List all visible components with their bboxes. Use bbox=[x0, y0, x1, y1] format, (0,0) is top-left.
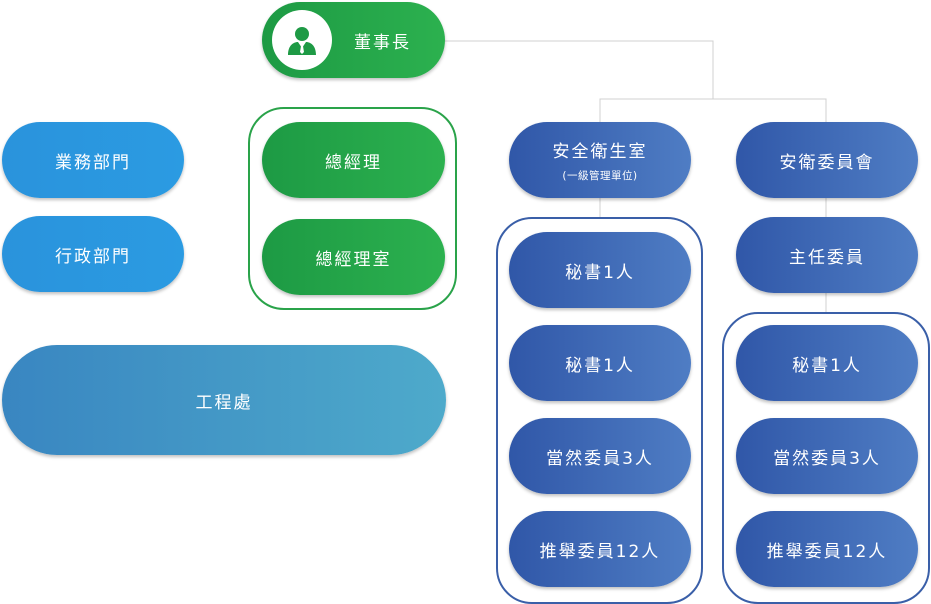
general-manager-office-node[interactable]: 總經理室 bbox=[262, 219, 445, 295]
safety-office-member-node[interactable]: 推舉委員12人 bbox=[509, 511, 691, 587]
safety-office-node[interactable]: 安全衛生室 (一級管理單位) bbox=[509, 122, 691, 198]
safety-office-member-node[interactable]: 秘書1人 bbox=[509, 232, 691, 308]
safety-committee-member-node[interactable]: 秘書1人 bbox=[736, 325, 918, 401]
safety-office-member-label: 當然委員3人 bbox=[546, 448, 654, 469]
administration-department-label: 行政部門 bbox=[55, 246, 131, 267]
safety-office-member-label: 秘書1人 bbox=[565, 355, 635, 376]
safety-committee-label: 安衛委員會 bbox=[779, 152, 875, 173]
safety-committee-member-label: 秘書1人 bbox=[792, 355, 862, 376]
engineering-node[interactable]: 工程處 bbox=[2, 345, 446, 455]
safety-committee-member-node[interactable]: 推舉委員12人 bbox=[736, 511, 918, 587]
business-department-node[interactable]: 業務部門 bbox=[2, 122, 184, 198]
business-department-label: 業務部門 bbox=[55, 152, 131, 173]
safety-office-member-label: 秘書1人 bbox=[565, 262, 635, 283]
safety-committee-member-label: 當然委員3人 bbox=[773, 448, 881, 469]
safety-office-member-node[interactable]: 當然委員3人 bbox=[509, 418, 691, 494]
person-avatar-icon bbox=[272, 10, 332, 70]
general-manager-label: 總經理 bbox=[325, 152, 382, 173]
safety-committee-member-label: 推舉委員12人 bbox=[766, 541, 888, 562]
safety-office-member-node[interactable]: 秘書1人 bbox=[509, 325, 691, 401]
committee-chair-node[interactable]: 主任委員 bbox=[736, 217, 918, 293]
chairman-node[interactable]: 董事長 bbox=[262, 2, 445, 78]
administration-department-node[interactable]: 行政部門 bbox=[2, 216, 184, 292]
chairman-label: 董事長 bbox=[354, 32, 411, 53]
general-manager-group bbox=[248, 107, 457, 310]
safety-committee-member-node[interactable]: 當然委員3人 bbox=[736, 418, 918, 494]
committee-chair-label: 主任委員 bbox=[789, 247, 865, 268]
safety-committee-node[interactable]: 安衛委員會 bbox=[736, 122, 918, 198]
safety-office-member-label: 推舉委員12人 bbox=[539, 541, 661, 562]
engineering-label: 工程處 bbox=[195, 392, 253, 413]
general-manager-node[interactable]: 總經理 bbox=[262, 122, 445, 198]
general-manager-office-label: 總經理室 bbox=[315, 249, 392, 270]
safety-office-sublabel: (一級管理單位) bbox=[562, 170, 638, 182]
safety-office-label: 安全衛生室 bbox=[552, 142, 648, 162]
